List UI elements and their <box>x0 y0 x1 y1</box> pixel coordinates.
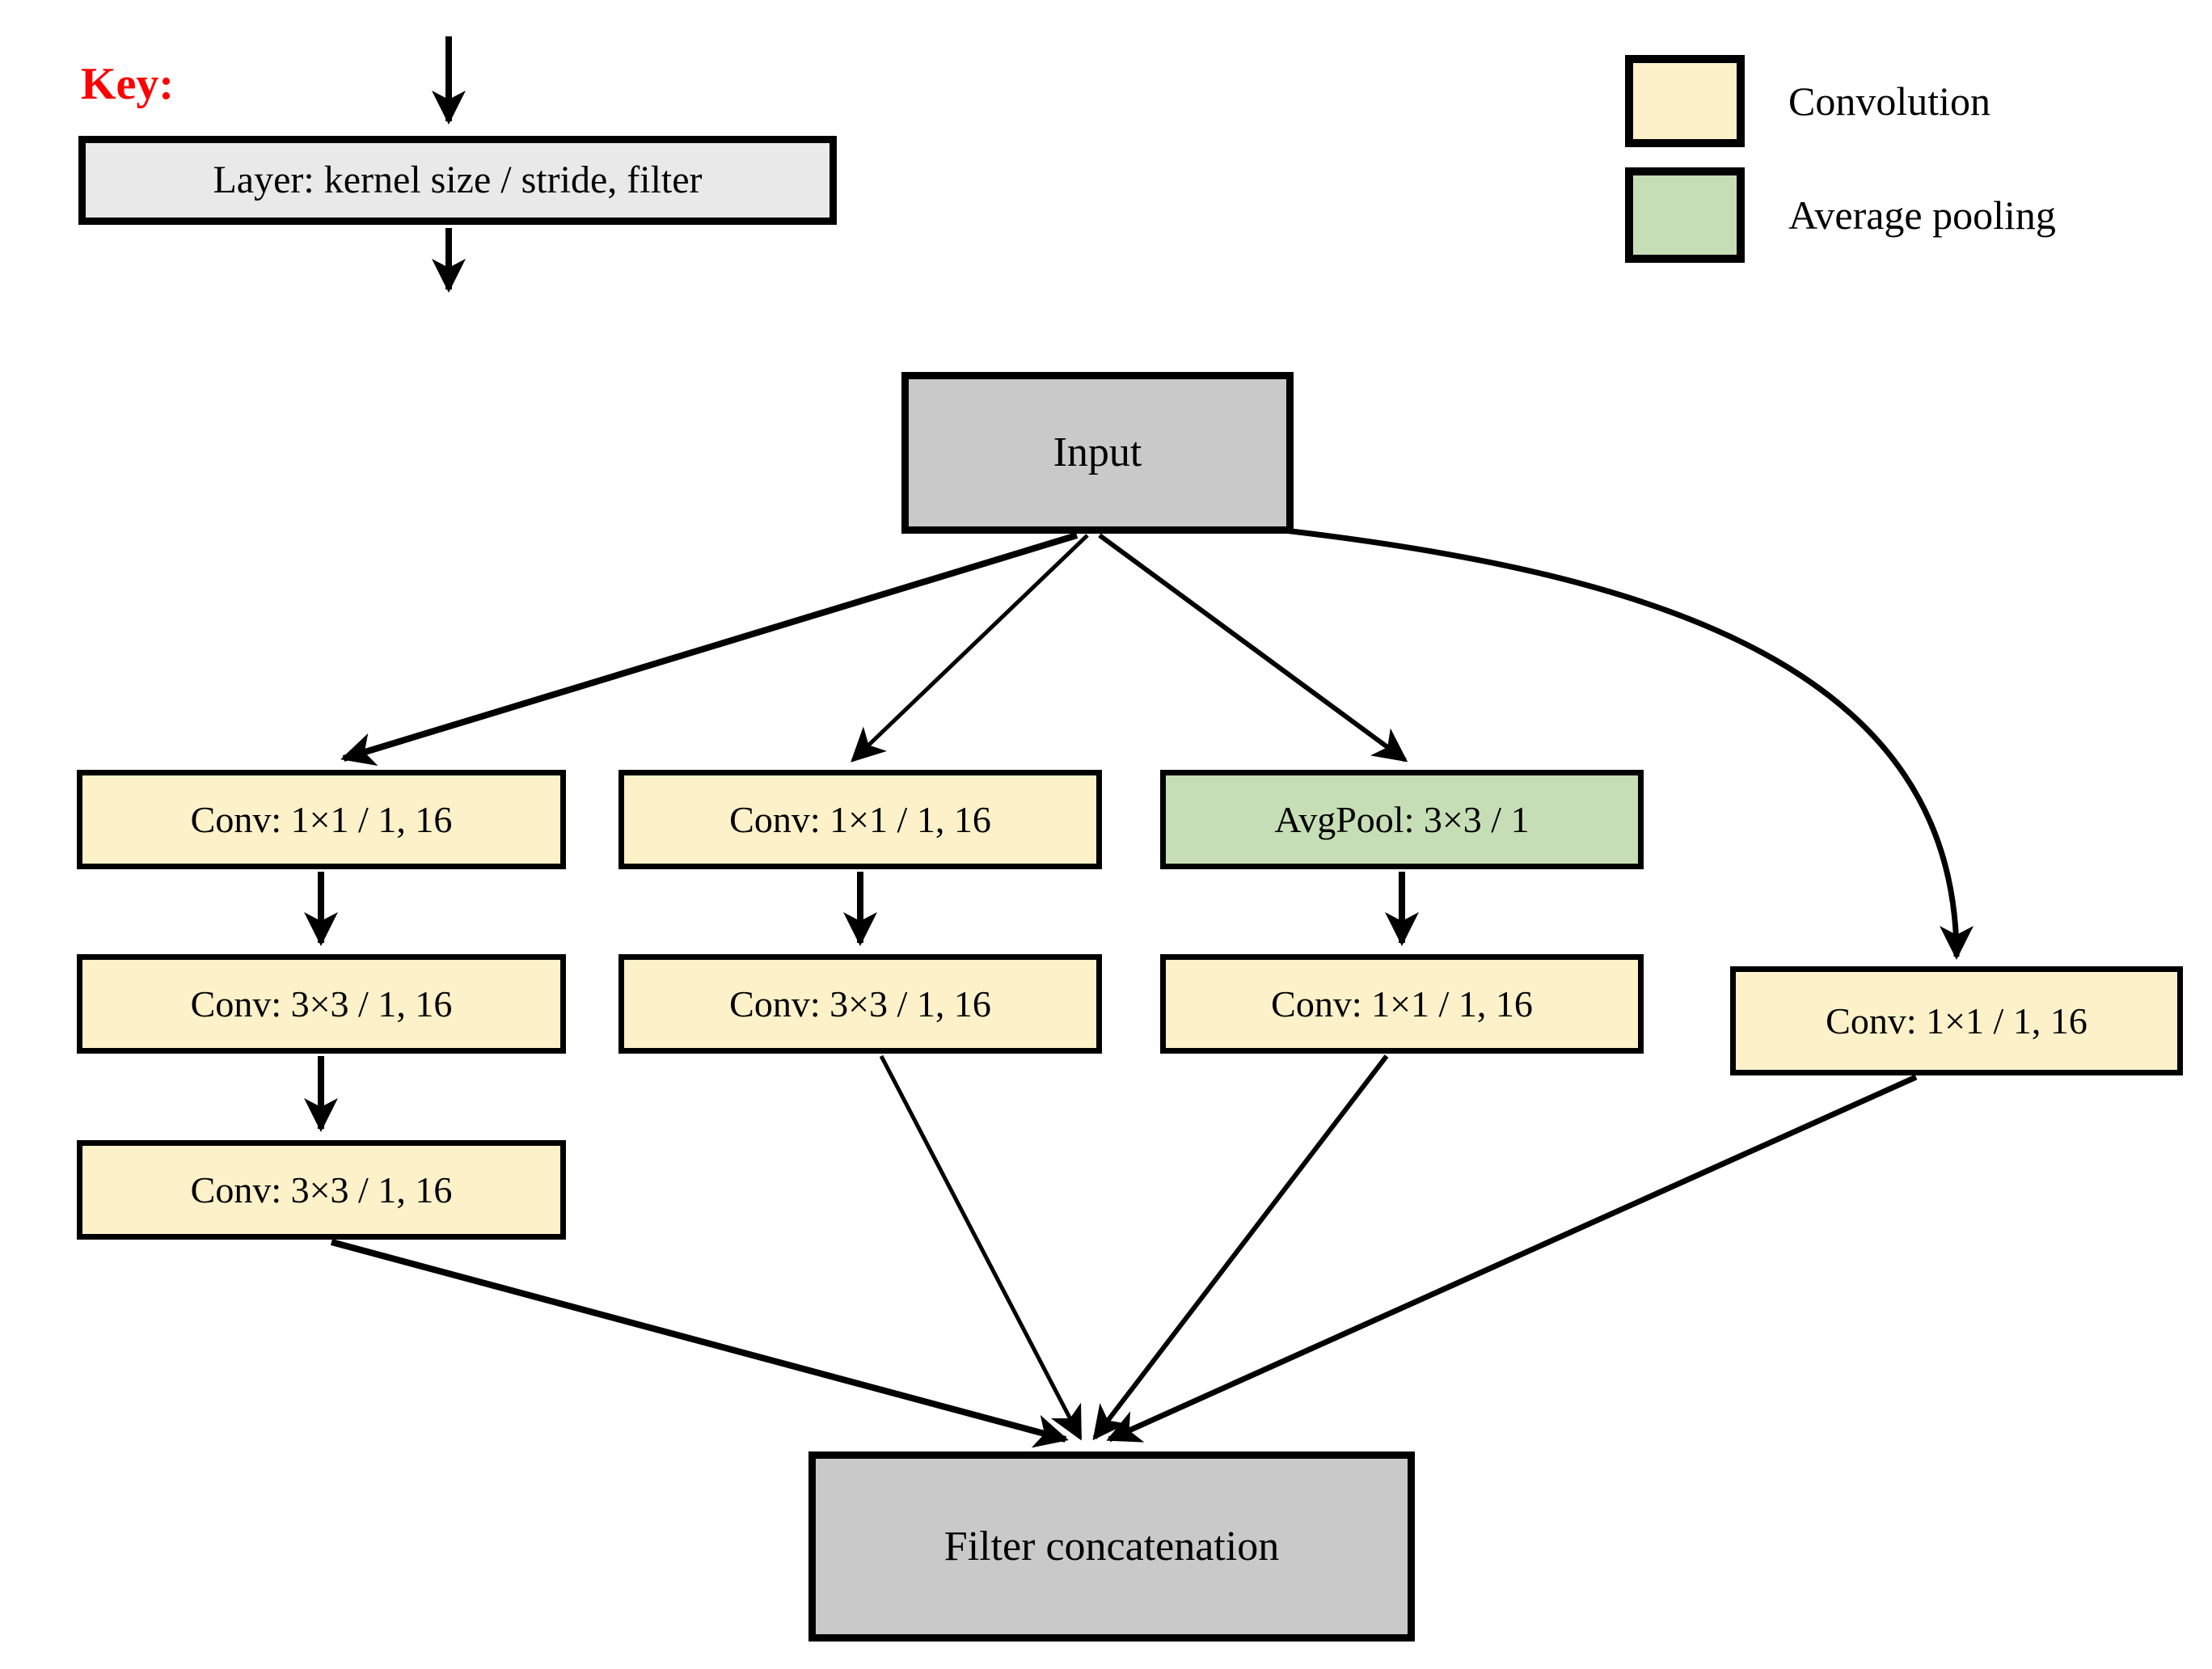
edge-input-branch3 <box>1098 533 1408 763</box>
edge-b1-concat <box>330 1239 1069 1448</box>
key-title: Key: <box>81 59 175 109</box>
node-branch3-conv1: Conv: 1×1 / 1, 16 <box>1160 954 1644 1054</box>
edge-b2-concat <box>879 1054 1083 1441</box>
node-branch3-avgpool: AvgPool: 3×3 / 1 <box>1160 770 1644 869</box>
legend-convolution-swatch <box>1625 55 1745 147</box>
edge-input-branch1 <box>340 532 1079 767</box>
node-branch1-conv1: Conv: 1×1 / 1, 16 <box>77 770 566 869</box>
legend-average-pooling-swatch <box>1625 167 1745 263</box>
node-branch4-conv1: Conv: 1×1 / 1, 16 <box>1730 966 2183 1075</box>
edge-b4-concat <box>1106 1074 1918 1443</box>
key-box: Layer: kernel size / stride, filter <box>78 136 837 225</box>
legend-average-pooling-label: Average pooling <box>1788 192 2056 238</box>
edge-b3-concat <box>1092 1054 1389 1441</box>
node-branch2-conv1: Conv: 1×1 / 1, 16 <box>618 770 1102 869</box>
node-branch1-conv3: Conv: 3×3 / 1, 16 <box>77 1140 566 1240</box>
node-branch2-conv2: Conv: 3×3 / 1, 16 <box>618 954 1102 1054</box>
node-branch1-conv2: Conv: 3×3 / 1, 16 <box>77 954 566 1054</box>
legend-convolution-label: Convolution <box>1788 78 1991 124</box>
edge-input-branch4-curve <box>1277 526 1973 960</box>
node-filter-concatenation: Filter concatenation <box>808 1451 1415 1642</box>
node-input: Input <box>901 372 1294 534</box>
edge-input-branch2 <box>851 534 1089 763</box>
